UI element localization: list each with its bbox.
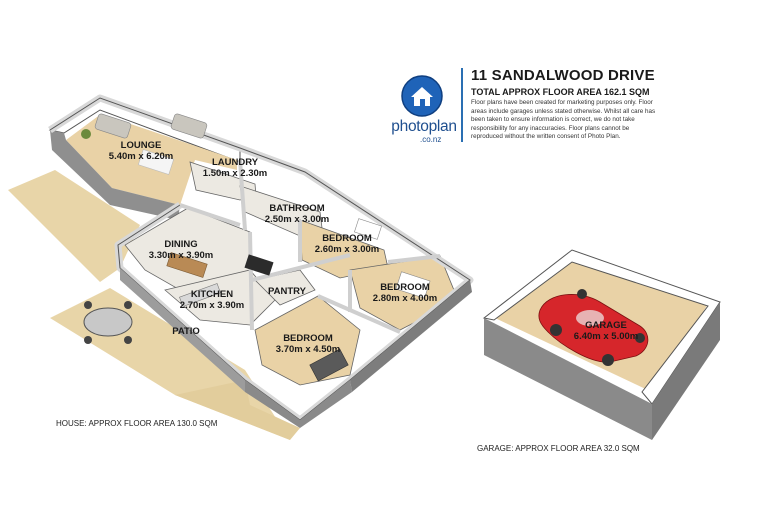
bedroom2-label: BEDROOM [380, 282, 430, 293]
lounge-label: LOUNGE [121, 140, 162, 151]
laundry-size: 1.50m x 2.30m [203, 168, 267, 179]
total-floor-area: TOTAL APPROX FLOOR AREA 162.1 SQM [471, 87, 650, 97]
patio-table [83, 301, 133, 344]
bedroom1-size: 2.60m x 3.00m [315, 244, 379, 255]
dining-label: DINING [164, 239, 197, 250]
kitchen-floor [164, 269, 276, 326]
lounge-sofas [81, 113, 208, 175]
laundry-label: LAUNDRY [212, 157, 259, 168]
left-deck [8, 170, 140, 282]
bedroom3-label: BEDROOM [283, 333, 333, 344]
garage-size: 6.40m x 5.00m [574, 331, 638, 342]
garage-area-caption: GARAGE: APPROX FLOOR AREA 32.0 SQM [477, 444, 640, 453]
garage-wall-front-right [652, 302, 720, 440]
kitchen-size: 2.70m x 3.90m [180, 300, 244, 311]
bedroom3-size: 3.70m x 4.50m [276, 344, 340, 355]
logo-domain: .co.nz [420, 135, 442, 144]
garage-label: GARAGE [585, 320, 627, 331]
house-area-caption: HOUSE: APPROX FLOOR AREA 130.0 SQM [56, 419, 218, 428]
logo-wordmark: photoplan [391, 118, 457, 135]
pantry-label: PANTRY [268, 286, 307, 297]
lounge-size: 5.40m x 6.20m [109, 151, 173, 162]
disclaimer-text: Floor plans have been created for market… [471, 99, 656, 141]
kitchen-bench [179, 254, 274, 307]
header-divider [461, 68, 463, 142]
photoplan-logo: photoplan .co.nz [386, 74, 457, 154]
bedroom2-size: 2.80m x 4.00m [373, 293, 437, 304]
interior-walls [179, 159, 441, 334]
house-side-wall-right [350, 280, 472, 392]
dining-size: 3.30m x 3.90m [149, 250, 213, 261]
beds [309, 218, 431, 382]
house-logo-icon [401, 75, 443, 117]
garage-wall-front-left [484, 318, 652, 440]
bathroom-size: 2.50m x 3.00m [265, 214, 329, 225]
property-address: 11 SANDALWOOD DRIVE [471, 67, 655, 84]
house-side-wall-front [245, 380, 352, 428]
bedroom1-label: BEDROOM [322, 233, 372, 244]
patio-label: PATIO [172, 326, 200, 337]
kitchen-label: KITCHEN [191, 289, 233, 300]
house-side-wall-left [120, 268, 245, 392]
front-deck [175, 380, 300, 440]
lounge-wall-outer [50, 130, 180, 220]
dining-table [166, 252, 208, 278]
bathroom-label: BATHROOM [269, 203, 324, 214]
garage-wall-top [482, 249, 721, 405]
garage-car [538, 289, 649, 366]
